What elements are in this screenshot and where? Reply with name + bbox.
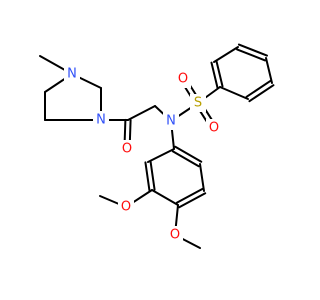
bond-a5-a6 (199, 163, 205, 192)
bond-p5-p6-b (245, 79, 272, 98)
bond-a4-a5-a (175, 187, 204, 204)
atom-o-methoxy-meta: O (118, 198, 134, 216)
atom-n-piperazine-amide-label: N (96, 113, 106, 128)
atom-n-sulfonamide-label: N (166, 114, 176, 129)
atom-n-piperazine-amide: N (93, 111, 109, 129)
bond-p2-p3 (213, 46, 239, 63)
atom-s-sulfonyl-label: S (194, 96, 202, 111)
atom-o-methoxy-para-label: O (170, 228, 180, 243)
atom-o-carbonyl: O (119, 140, 135, 158)
bond-p1-p2-b (215, 60, 224, 88)
bond-p1-p2-a (210, 61, 219, 89)
atom-s-sulfonyl: S (190, 94, 206, 112)
bond-a2-a3-b (144, 161, 151, 192)
atom-o-methoxy-para: O (167, 226, 183, 244)
bond-p3-p4-b (236, 48, 267, 62)
bond-p5-p6-a (248, 84, 275, 103)
bond-a2-a3-a (149, 160, 156, 191)
bond-a3-a4 (151, 189, 179, 206)
bond-a1-a2 (147, 148, 175, 163)
bond-cco-ch2 (127, 105, 156, 121)
bond-p3-p4-a (237, 43, 268, 57)
atom-labels: N N O N S O O O (64, 65, 222, 244)
bond-p6-p1 (219, 86, 249, 100)
bond-a6-a1-b (174, 145, 203, 163)
atom-n-piperazine-methyl-label: N (67, 67, 77, 82)
bond-a6-a1-a (171, 150, 200, 168)
atom-o-sulfonyl-right: O (206, 119, 222, 137)
bond-a4-a5-b (178, 192, 207, 209)
molecule-structure: N N O N S O O O (39, 43, 275, 249)
atom-o-methoxy-meta-label: O (121, 200, 131, 215)
atom-o-carbonyl-label: O (122, 142, 132, 157)
atom-n-piperazine-methyl: N (64, 65, 80, 83)
atom-o-sulfonyl-right-label: O (209, 121, 219, 136)
atom-o-sulfonyl-left: O (175, 70, 191, 88)
atom-o-sulfonyl-left-label: O (178, 72, 188, 87)
atom-n-sulfonamide: N (163, 112, 179, 130)
bond-p4-p5 (265, 57, 273, 84)
